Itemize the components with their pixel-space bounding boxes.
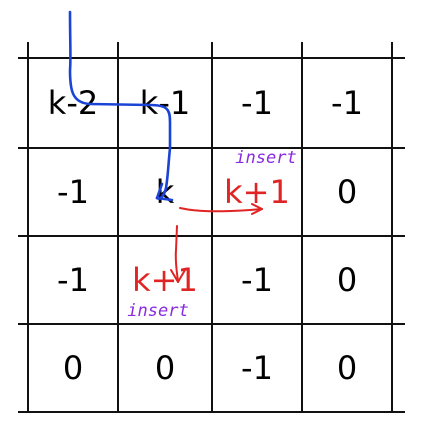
cell-r3-c4: 0 xyxy=(337,261,357,299)
cell-r2-c3: k+1 xyxy=(224,173,290,211)
arrow-down-head xyxy=(170,269,186,283)
cell-r2-c1: -1 xyxy=(57,173,89,211)
arrow-right xyxy=(179,207,263,213)
cell-r4-c1: 0 xyxy=(63,349,83,387)
cell-r4-c3: -1 xyxy=(241,349,273,387)
insert-below-label: insert xyxy=(127,301,188,321)
cell-r2-c4: 0 xyxy=(337,173,357,211)
cell-r3-c3: -1 xyxy=(241,261,273,299)
cell-r3-c2: k+1 xyxy=(132,261,198,299)
cell-r3-c1: -1 xyxy=(57,261,89,299)
traversal-arrowhead xyxy=(155,182,174,202)
insert-right-label: insert xyxy=(235,148,296,168)
cell-r4-c2: 0 xyxy=(155,349,175,387)
cell-r1-c4: -1 xyxy=(331,84,363,122)
cell-r4-c4: 0 xyxy=(337,349,357,387)
traversal-path xyxy=(68,10,172,200)
cell-r1-c2: k-1 xyxy=(140,84,190,122)
cell-r1-c3: -1 xyxy=(241,84,273,122)
arrow-down xyxy=(174,225,179,283)
arrow-right-head xyxy=(251,203,263,215)
